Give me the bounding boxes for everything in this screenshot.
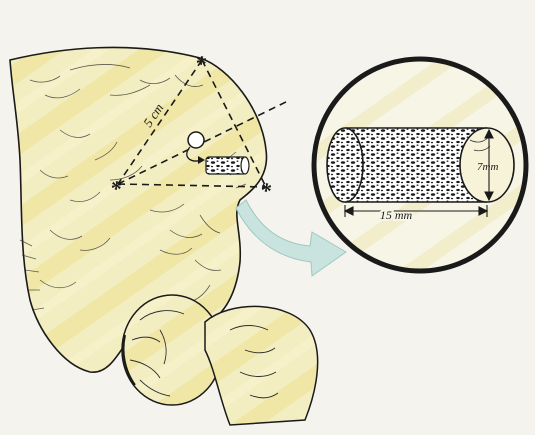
landmark-marker-anterior: * <box>260 178 272 203</box>
landmark-marker-posterior: * <box>110 176 122 201</box>
graft-diameter-label: 7mm <box>477 161 498 173</box>
graft-length-label: 15 mm <box>380 208 413 222</box>
small-graft-cylinder <box>206 157 249 174</box>
landmark-marker-superior: * <box>195 51 207 76</box>
